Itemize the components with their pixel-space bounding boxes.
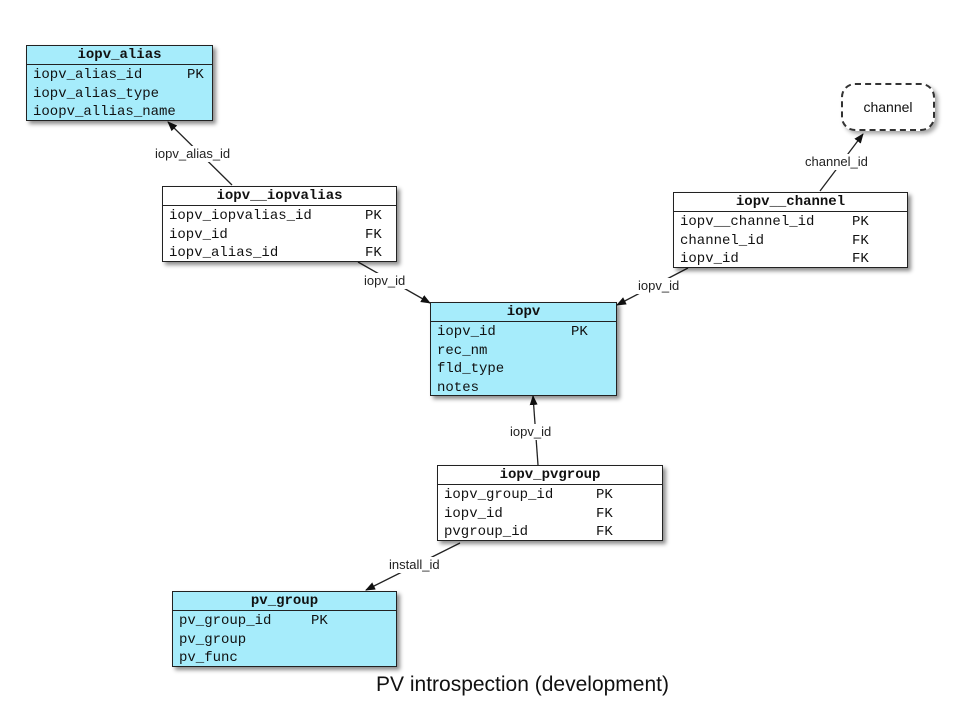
column-name: iopv_id: [437, 324, 496, 340]
table-row: iopv_alias_type: [33, 85, 206, 104]
key-badge: PK: [571, 324, 588, 340]
key-badge: FK: [365, 226, 382, 243]
key-badge: PK: [311, 613, 328, 629]
table-row: iopv_alias_id PK: [33, 66, 206, 85]
edge-label-install-id: install_id: [387, 557, 442, 573]
table-row: rec_nm: [437, 342, 610, 361]
key-badge: FK: [852, 232, 869, 249]
table-title: pv_group: [173, 592, 396, 611]
table-row: pv_func: [179, 649, 390, 668]
table-row: fld_type: [437, 360, 610, 379]
table-iopv: iopv iopv_id PK rec_nm fld_type notes: [430, 302, 617, 396]
key-badge: PK: [187, 67, 204, 83]
external-entity-channel: channel: [841, 83, 935, 131]
column-name: iopv_iopvalias_id: [169, 208, 312, 224]
column-name: iopv_id: [680, 251, 739, 267]
column-name: iopv_alias_id: [33, 67, 143, 83]
key-badge: FK: [596, 505, 613, 522]
edge-label-iopv-id-right: iopv_id: [636, 278, 682, 294]
column-name: pv_group: [179, 631, 247, 648]
table-row: iopv_iopvalias_id PK: [169, 207, 390, 226]
column-name: rec_nm: [437, 342, 488, 359]
table-row: pvgroup_id FK: [444, 523, 656, 542]
key-badge: FK: [365, 245, 382, 261]
table-row: iopv_id PK: [437, 323, 610, 342]
table-row: notes: [437, 379, 610, 398]
table-row: iopv_group_id PK: [444, 486, 656, 505]
table-row: channel_id FK: [680, 232, 901, 251]
table-iopv-iopvalias: iopv__iopvalias iopv_iopvalias_id PK iopv…: [162, 186, 397, 262]
table-row: pv_group: [179, 631, 390, 650]
table-iopv-channel: iopv__channel iopv__channel_id PK channel…: [673, 192, 908, 268]
table-title: iopv_pvgroup: [438, 466, 662, 485]
column-name: pv_func: [179, 650, 238, 666]
column-name: pv_group_id: [179, 613, 272, 629]
table-row: ioopv_allias_name: [33, 103, 206, 122]
table-title: iopv: [431, 303, 616, 322]
table-row: iopv_id FK: [444, 505, 656, 524]
column-name: iopv__channel_id: [680, 214, 815, 230]
column-name: channel_id: [680, 232, 765, 249]
column-name: iopv_alias_id: [169, 245, 279, 261]
edge-label-iopv-id-left: iopv_id: [362, 273, 408, 289]
edge-label-iopv-id-bottom: iopv_id: [508, 424, 554, 440]
column-name: pvgroup_id: [444, 524, 529, 540]
table-title: iopv__iopvalias: [163, 187, 396, 206]
key-badge: FK: [852, 251, 869, 267]
table-title: iopv__channel: [674, 193, 907, 212]
diagram-caption: PV introspection (development): [376, 673, 669, 696]
edge-label-iopv-alias-id: iopv_alias_id: [153, 146, 233, 162]
table-pv-group: pv_group pv_group_id PK pv_group pv_func: [172, 591, 397, 667]
column-name: iopv_id: [169, 226, 228, 243]
table-row: iopv_id FK: [680, 250, 901, 269]
column-name: ioopv_allias_name: [33, 104, 176, 120]
table-iopv-alias: iopv_alias iopv_alias_id PK iopv_alias_ty…: [26, 45, 213, 121]
key-badge: PK: [852, 214, 869, 230]
table-row: iopv_id FK: [169, 226, 390, 245]
column-name: fld_type: [437, 361, 505, 377]
table-row: iopv__channel_id PK: [680, 213, 901, 232]
key-badge: PK: [365, 208, 382, 224]
column-name: notes: [437, 379, 480, 396]
edge-label-channel-id: channel_id: [803, 154, 870, 170]
table-row: iopv_alias_id FK: [169, 244, 390, 263]
table-title: iopv_alias: [27, 46, 212, 65]
key-badge: PK: [596, 487, 613, 503]
key-badge: FK: [596, 524, 613, 540]
column-name: iopv_group_id: [444, 487, 554, 503]
table-row: pv_group_id PK: [179, 612, 390, 631]
column-name: iopv_id: [444, 505, 503, 522]
column-name: iopv_alias_type: [33, 85, 160, 102]
